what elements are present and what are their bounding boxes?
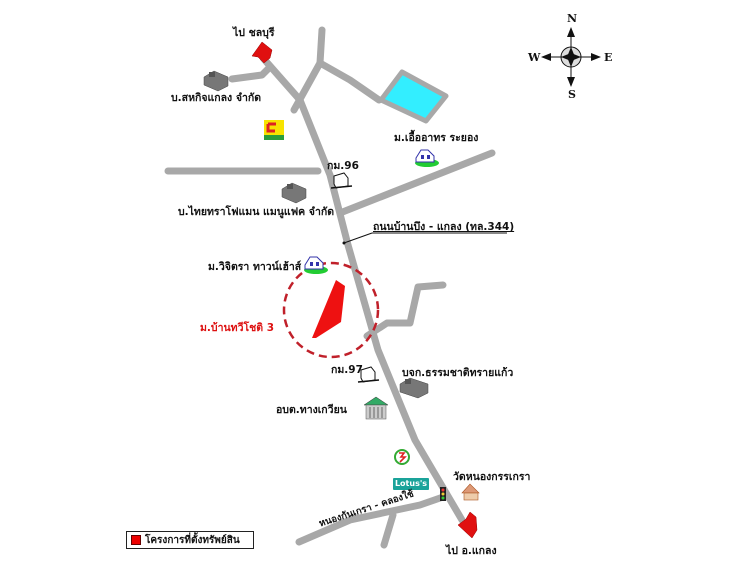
legend-swatch-icon (131, 535, 141, 545)
road-side-branch (380, 511, 397, 549)
lotus-store-icon: Lotus's (393, 478, 429, 490)
housing-icon-wijitra (304, 256, 328, 274)
label-to-klaeng: ไป อ.แกลง (446, 545, 497, 557)
label-to-chonburi: ไป ชลบุรี (233, 27, 275, 39)
label-main-road: ถนนบ้านบึง - แกลง (ทล.344) (373, 221, 515, 233)
road-branch-north (316, 26, 326, 67)
label-temple: วัดหนองกรรเกรา (453, 471, 531, 483)
road-branch-company (228, 65, 272, 83)
label-village-uea: ม.เอื้ออาทร ระยอง (394, 132, 479, 144)
label-obt: อบต.ทางเกวียน (276, 404, 347, 416)
pond (378, 69, 449, 124)
gas-station-icon (394, 449, 410, 465)
government-office-icon (363, 396, 389, 420)
project-radius-circle (282, 261, 380, 359)
compass-east: E (604, 51, 613, 64)
label-company-top: บ.สหกิจแกลง จำกัด (171, 92, 262, 104)
label-company-bjk: บจก.ธรรมชาติทรายแก้ว (402, 367, 514, 379)
label-project: ม.บ้านทวีโชติ 3 (200, 322, 275, 334)
compass-west: W (528, 51, 541, 64)
road-side (295, 493, 447, 546)
compass-north: N (567, 12, 578, 25)
road-zig (363, 281, 447, 340)
legend: โครงการที่ตั้งทรัพย์สิน (126, 531, 254, 549)
road-branch-pond (290, 59, 383, 114)
temple-icon (461, 483, 480, 501)
label-km97: กม.97 (331, 364, 363, 376)
label-company-thai: บ.ไทยทราโฟแมน แมนูแฟค จำกัด (178, 206, 335, 218)
arrow-south-icon (457, 511, 478, 539)
traffic-light-icon (440, 487, 446, 501)
km97-marker-icon (357, 366, 380, 383)
road-label-pointer (343, 232, 373, 244)
label-km96: กม.96 (327, 160, 359, 172)
km96-marker-icon (330, 172, 353, 189)
arrow-north-icon (251, 41, 273, 64)
legend-label: โครงการที่ตั้งทรัพย์สิน (145, 534, 240, 546)
compass-rose-icon (541, 27, 601, 87)
factory-icon-thai (281, 182, 307, 204)
factory-icon-bjk (399, 377, 429, 399)
lotus-label: Lotus's (394, 479, 428, 488)
road-east (336, 149, 496, 217)
cj-store-icon (264, 120, 284, 140)
factory-icon-top (203, 70, 229, 92)
compass-south: S (568, 88, 576, 101)
housing-icon-uea (415, 149, 439, 167)
project-site (312, 280, 345, 338)
label-village-wijitra: ม.วิจิตรา ทาวน์เฮ้าส์ (208, 261, 302, 273)
